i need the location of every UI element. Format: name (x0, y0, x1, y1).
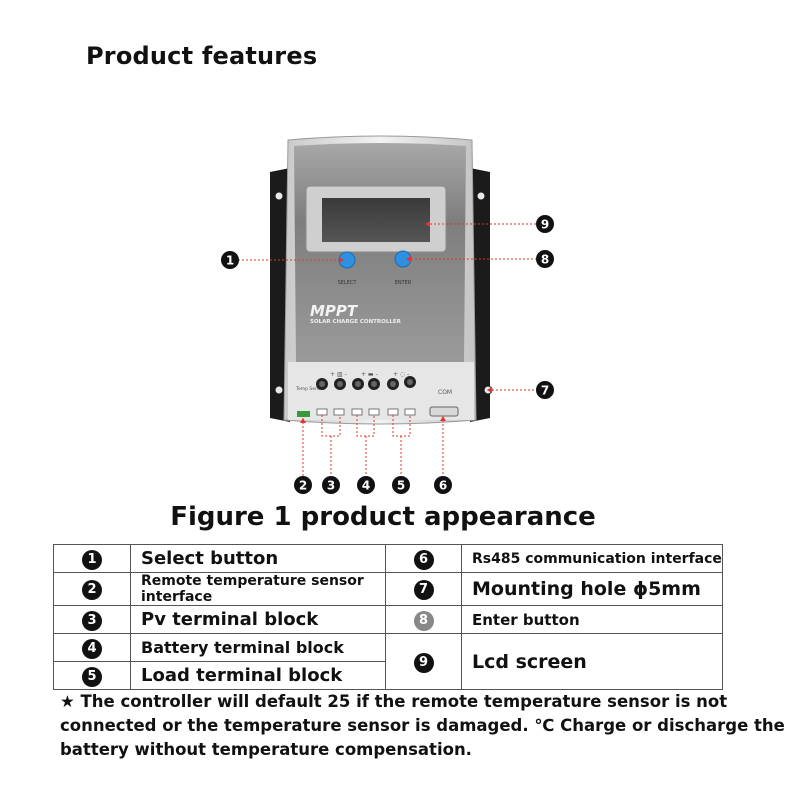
callout-2-icon: 2 (294, 476, 312, 494)
number-badge-icon: 6 (413, 549, 434, 570)
callout-5-icon: 5 (392, 476, 410, 494)
table-cell-label: Load terminal block (130, 661, 386, 690)
callout-lines (238, 223, 536, 476)
svg-text:4: 4 (362, 479, 370, 493)
callout-6-icon: 6 (434, 476, 452, 494)
device-title: MPPT (310, 302, 359, 320)
number-badge-icon: 2 (82, 580, 102, 600)
table-cell-num: 3 (53, 605, 131, 634)
table-cell-label: Lcd screen (461, 633, 723, 690)
callout-7-icon: 7 (536, 381, 554, 399)
enter-label: ENTER (395, 280, 412, 286)
table-cell-label: Select button (130, 544, 386, 573)
product-illustration: SELECT ENTER MPPT SOLAR CHARGE CONTROLLE… (221, 135, 554, 494)
footnote: ★ The controller will default 25 if the … (60, 692, 785, 759)
svg-text:1: 1 (226, 254, 234, 268)
battery-symbol: + ▬ - (361, 371, 378, 378)
temp-sensor-port (297, 411, 310, 417)
table-cell-num: 4 (53, 633, 131, 662)
rs485-port (429, 406, 459, 417)
number-badge-icon: 7 (413, 580, 434, 600)
number-badge-icon: 4 (82, 638, 102, 659)
callout-8-icon: 8 (536, 250, 554, 268)
pv-symbol: + ▥ - (330, 371, 347, 378)
left-mounting-hole-bottom (275, 386, 283, 394)
table-cell-num: 6 (385, 544, 462, 573)
temp-sensor-label: Temp Sensor (295, 386, 325, 392)
com-label: COM (438, 389, 452, 396)
load-symbol: + ◌ - (393, 371, 409, 378)
table-row: 4 Battery terminal block 9 Lcd screen (53, 633, 723, 690)
number-badge-icon: 8 (413, 610, 434, 631)
number-badge-icon: 5 (82, 666, 102, 687)
number-badge-icon: 1 (82, 549, 102, 570)
figure-caption: Figure 1 product appearance (170, 502, 596, 532)
svg-text:2: 2 (299, 479, 307, 493)
svg-text:7: 7 (541, 384, 549, 398)
svg-text:5: 5 (397, 479, 405, 493)
right-mounting-hole (477, 192, 485, 200)
front-panel (294, 143, 466, 365)
table-row: 2 Remote temperature sensor interface 7 … (53, 572, 723, 606)
svg-text:3: 3 (327, 479, 335, 493)
table-cell-label: Mounting hole ϕ5mm (461, 572, 723, 606)
table-cell-num: 8 (385, 605, 462, 634)
svg-text:9: 9 (541, 218, 549, 232)
table-cell-label: Pv terminal block (130, 605, 386, 634)
svg-text:8: 8 (541, 253, 549, 267)
table-cell-label: Battery terminal block (130, 633, 386, 662)
table-cell-num: 2 (53, 572, 131, 606)
device-subtitle: SOLAR CHARGE CONTROLLER (310, 319, 402, 325)
lcd-screen (322, 198, 430, 242)
page-heading: Product features (86, 42, 318, 70)
table-row: 1 Select button 6 Rs485 communication in… (53, 544, 723, 573)
callout-1-icon: 1 (221, 251, 239, 269)
table-cell-num: 1 (53, 544, 131, 573)
select-label: SELECT (338, 280, 358, 286)
table-cell-label: Rs485 communication interface (461, 544, 723, 573)
terminal-screws (316, 376, 416, 390)
number-badge-icon: 3 (82, 610, 102, 631)
left-mounting-hole (275, 192, 283, 200)
callout-3-icon: 3 (322, 476, 340, 494)
table-cell-num: 7 (385, 572, 462, 606)
callout-4-icon: 4 (357, 476, 375, 494)
callout-9-icon: 9 (536, 215, 554, 233)
table-cell-label: Remote temperature sensor interface (130, 572, 386, 606)
parts-table: 1 Select button 6 Rs485 communication in… (53, 544, 723, 690)
svg-text:6: 6 (439, 479, 447, 493)
table-cell-num: 5 (53, 661, 131, 690)
table-cell-label: Enter button (461, 605, 723, 634)
callout-arrowheads (300, 221, 492, 423)
number-badge-icon: 9 (413, 652, 434, 673)
table-cell-num: 9 (385, 633, 462, 690)
table-row: 3 Pv terminal block 8 Enter button (53, 605, 723, 634)
table-row: 5 Load terminal block (53, 661, 723, 690)
